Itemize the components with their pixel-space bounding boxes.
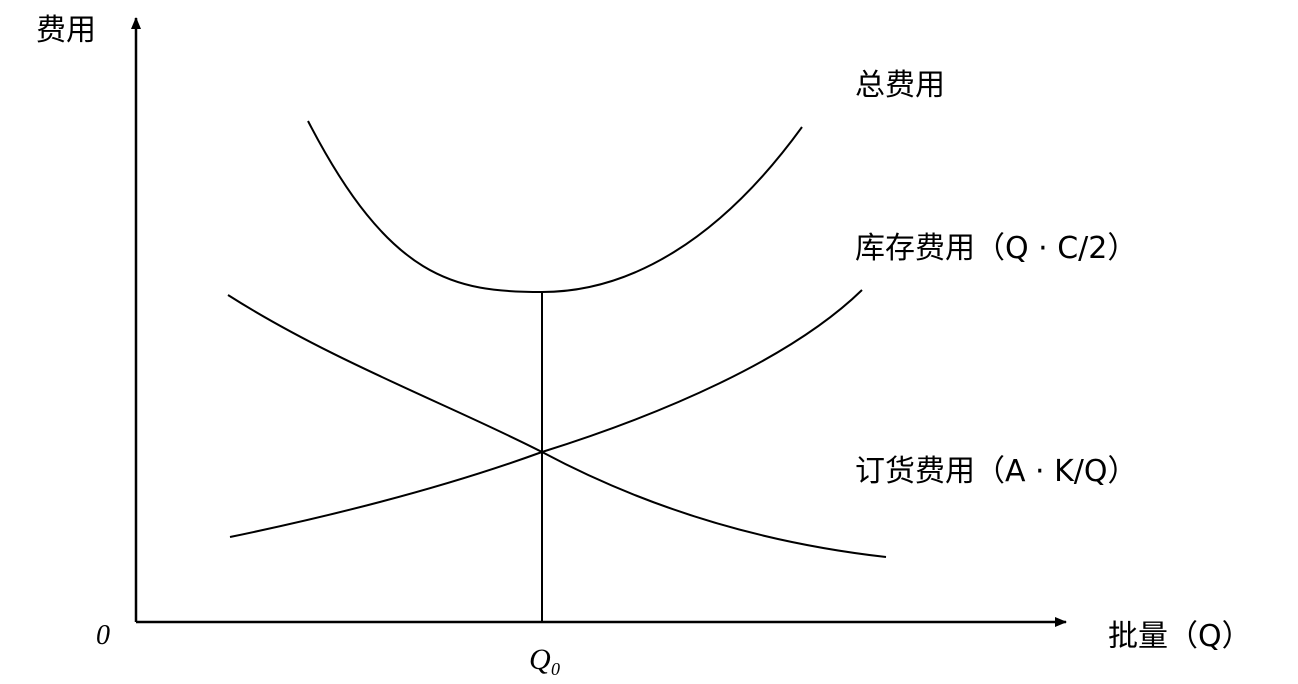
ordering-cost-curve	[227, 294, 887, 558]
optimum-subscript: 0	[551, 659, 560, 679]
y-axis-label: 费用	[36, 13, 96, 48]
series-label-ordering: 订货费用（A · K/Q）	[855, 454, 1138, 489]
series-label-total: 总费用	[855, 68, 945, 103]
x-axis-label: 批量（Q）	[1108, 619, 1252, 654]
origin-label: 0	[96, 620, 110, 651]
optimum-label: Q	[529, 643, 551, 676]
inventory-cost-curve	[229, 289, 863, 538]
total-cost-curve	[307, 120, 803, 294]
series-label-inventory: 库存费用（Q · C/2）	[855, 231, 1137, 266]
